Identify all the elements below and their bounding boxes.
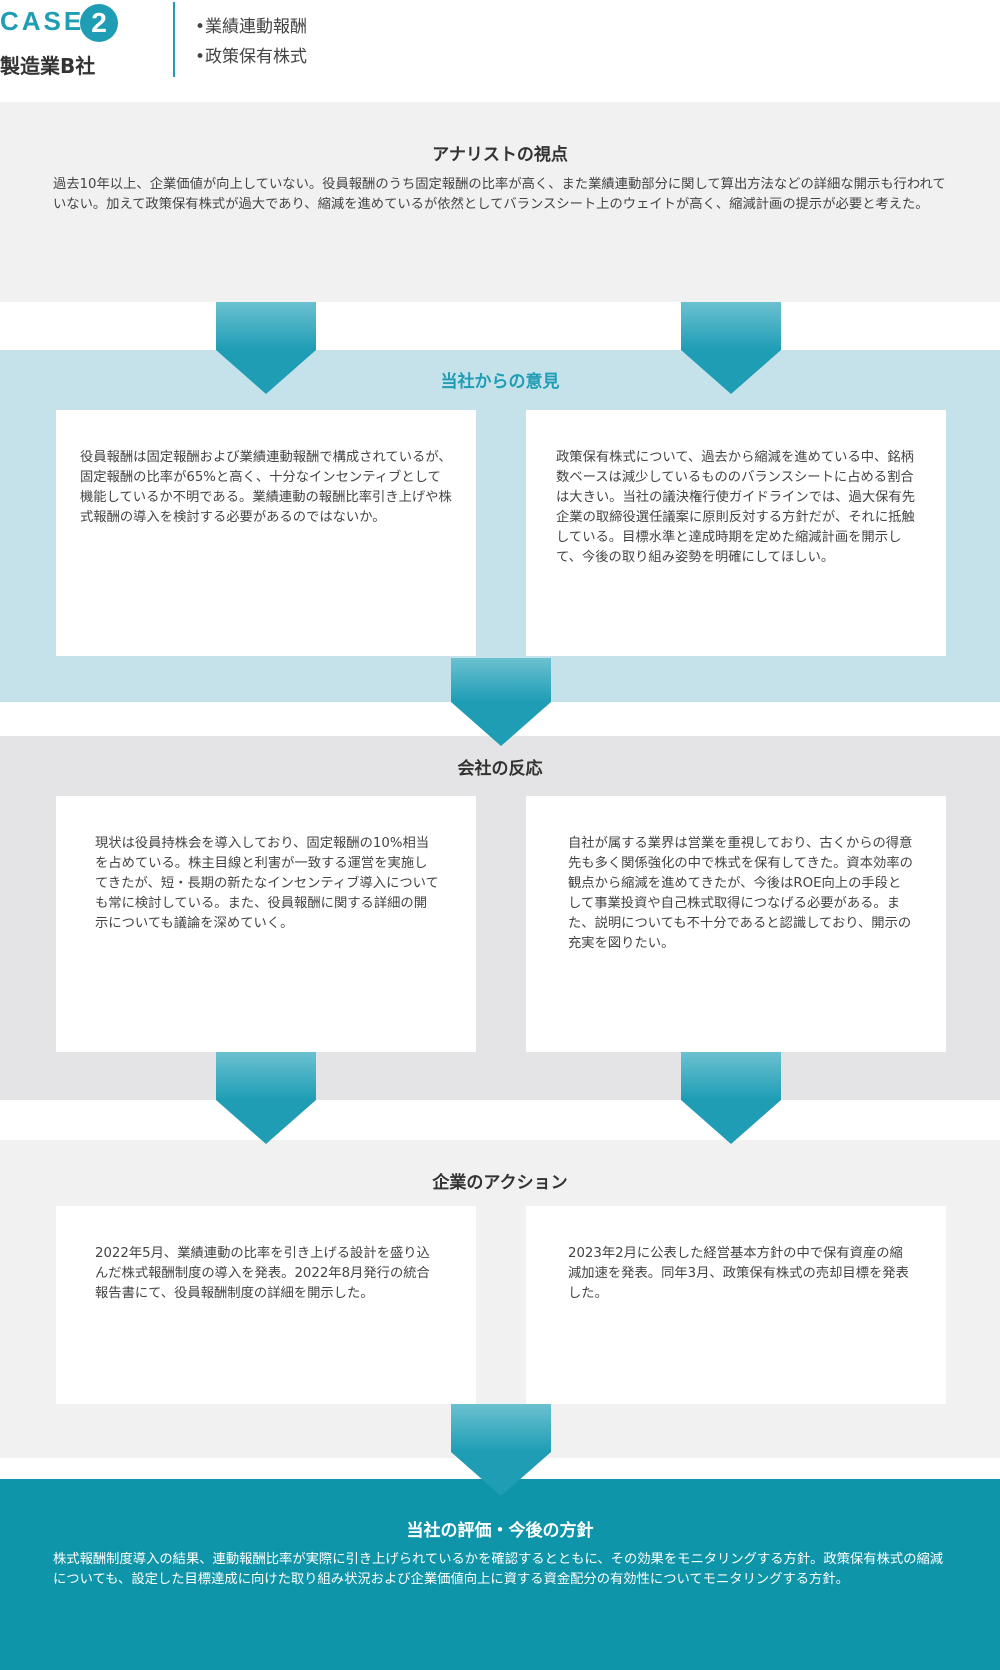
analyst-view-section: アナリストの視点 過去10年以上、企業価値が向上していない。役員報酬のうち固定報…	[0, 102, 1000, 302]
evaluation-policy-title: 当社の評価・今後の方針	[406, 1521, 594, 1541]
company-reaction-section: 会社の反応 現状は役員持株会を導入しており、固定報酬の10%相当を占めている。株…	[0, 736, 1000, 1100]
reaction-card-shareholdings: 自社が属する業界は営業を重視しており、古くからの得意先も多く関係強化の中で株式を…	[526, 796, 946, 1052]
reaction-card-text: 現状は役員持株会を導入しており、固定報酬の10%相当を占めている。株主目線と利害…	[95, 836, 439, 931]
company-reaction-title: 会社の反応	[457, 759, 543, 779]
analyst-view-title: アナリストの視点	[432, 145, 568, 165]
topic-tags: •業績連動報酬 •政策保有株式	[195, 12, 307, 72]
company-action-section: 企業のアクション 2022年5月、業績連動の比率を引き上げる設計を盛り込んだ株式…	[0, 1140, 1000, 1458]
case-header: CASE 2 製造業B社 •業績連動報酬 •政策保有株式	[0, 0, 1000, 100]
analyst-view-text: 過去10年以上、企業価値が向上していない。役員報酬のうち固定報酬の比率が高く、ま…	[53, 177, 946, 212]
our-opinion-title: 当社からの意見	[440, 372, 560, 392]
action-card-shareholdings: 2023年2月に公表した経営基本方針の中で保有資産の縮減加速を発表。同年3月、政…	[526, 1206, 946, 1404]
company-action-title: 企業のアクション	[432, 1173, 568, 1193]
opinion-card-text: 政策保有株式について、過去から縮減を進めている中、銘柄数ベースは減少しているもの…	[556, 450, 916, 565]
opinion-card-compensation: 役員報酬は固定報酬および業績連動報酬で構成されているが、固定報酬の比率が65%と…	[56, 410, 476, 656]
topic-tag: •政策保有株式	[195, 47, 308, 67]
reaction-card-text: 自社が属する業界は営業を重視しており、古くからの得意先も多く関係強化の中で株式を…	[568, 836, 913, 951]
topic-tag: •業績連動報酬	[195, 17, 308, 37]
action-card-compensation: 2022年5月、業績連動の比率を引き上げる設計を盛り込んだ株式報酬制度の導入を発…	[56, 1206, 476, 1404]
action-card-text: 2022年5月、業績連動の比率を引き上げる設計を盛り込んだ株式報酬制度の導入を発…	[95, 1246, 430, 1301]
header-divider	[173, 2, 175, 77]
reaction-card-compensation: 現状は役員持株会を導入しており、固定報酬の10%相当を占めている。株主目線と利害…	[56, 796, 476, 1052]
opinion-card-text: 役員報酬は固定報酬および業績連動報酬で構成されているが、固定報酬の比率が65%と…	[80, 450, 452, 525]
evaluation-policy-text: 株式報酬制度導入の結果、連動報酬比率が実際に引き上げられているかを確認するととも…	[53, 1552, 944, 1587]
case-label: CASE	[0, 6, 85, 36]
action-card-text: 2023年2月に公表した経営基本方針の中で保有資産の縮減加速を発表。同年3月、政…	[568, 1246, 909, 1301]
opinion-card-shareholdings: 政策保有株式について、過去から縮減を進めている中、銘柄数ベースは減少しているもの…	[526, 410, 946, 656]
case-number-badge: 2	[80, 4, 118, 42]
evaluation-policy-section: 当社の評価・今後の方針 株式報酬制度導入の結果、連動報酬比率が実際に引き上げられ…	[0, 1479, 1000, 1670]
our-opinion-section: 当社からの意見 役員報酬は固定報酬および業績連動報酬で構成されているが、固定報酬…	[0, 350, 1000, 702]
company-name: 製造業B社	[0, 54, 96, 78]
